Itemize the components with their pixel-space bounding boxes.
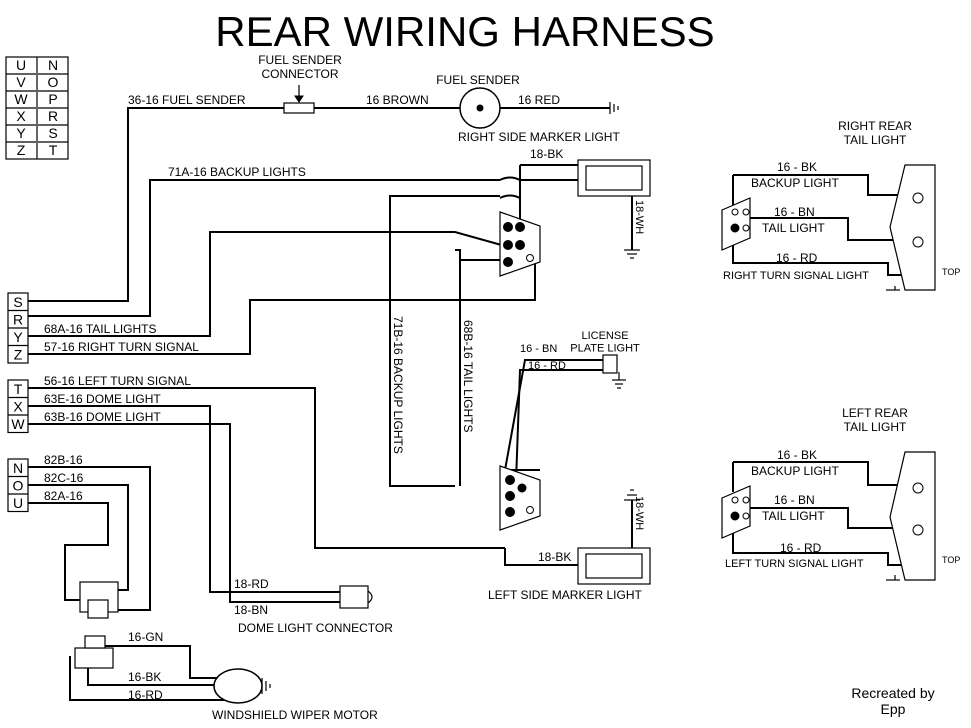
legend-cell: P — [48, 91, 57, 107]
connector-pin-label: Z — [14, 347, 23, 363]
label-82c: 82C-16 — [44, 471, 84, 485]
legend-cell: X — [16, 108, 26, 124]
label-rr-16-bk: 16 - BK — [777, 160, 817, 174]
plug-wiper — [74, 635, 114, 669]
label-lr-16-rd: 16 - RD — [780, 541, 822, 555]
connector-pin-label: X — [13, 399, 23, 415]
ground-icon — [261, 678, 271, 694]
label-rr-top: TOP — [942, 267, 960, 277]
left-rear-socket — [499, 465, 541, 531]
plug-82 — [79, 581, 119, 619]
label-rr-turn: RIGHT TURN SIGNAL LIGHT — [723, 270, 869, 282]
right-rear-tail-light — [721, 164, 936, 291]
legend-cell: S — [48, 125, 57, 141]
label-windshield-wiper-motor: WINDSHIELD WIPER MOTOR — [212, 708, 378, 722]
ground-icon — [624, 249, 640, 259]
label-63b: 63B-16 DOME LIGHT — [44, 410, 161, 424]
label-16-rd-lp: 16 - RD — [528, 360, 566, 372]
legend-cell: N — [48, 57, 58, 73]
label-82a: 82A-16 — [44, 489, 83, 503]
label-left-side-marker: LEFT SIDE MARKER LIGHT — [488, 588, 642, 602]
connector-pin-label: W — [11, 416, 25, 432]
label-82b: 82B-16 — [44, 453, 83, 467]
license-plate-light — [602, 354, 618, 374]
label-18-bk-bot: 18-BK — [538, 550, 571, 564]
legend-cell: W — [14, 91, 28, 107]
left-side-marker-light — [577, 547, 651, 585]
right-rear-socket — [499, 211, 541, 277]
label-lr-16-bk: 16 - BK — [777, 448, 817, 462]
windshield-wiper-motor — [213, 668, 263, 704]
label-18-wh-top: 18-WH — [633, 200, 645, 234]
connector-pin-label: N — [13, 460, 23, 476]
legend-cell: O — [48, 74, 59, 90]
label-rr-16-rd: 16 - RD — [776, 251, 818, 265]
label-56: 56-16 LEFT TURN SIGNAL — [44, 374, 191, 388]
wires — [28, 107, 905, 701]
connector-pin-label: U — [13, 495, 23, 511]
label-lr-backup: BACKUP LIGHT — [751, 464, 839, 478]
label-71a: 71A-16 BACKUP LIGHTS — [168, 165, 306, 179]
legend-cell: Z — [17, 142, 26, 158]
label-fuel-sender: FUEL SENDER — [436, 73, 520, 87]
left-rear-tail-light — [721, 451, 936, 581]
label-18-bk-top: 18-BK — [530, 147, 563, 161]
label-rr-backup: BACKUP LIGHT — [751, 176, 839, 190]
label-16-red: 16 RED — [518, 93, 560, 107]
connector-pin-label: Y — [13, 329, 23, 345]
legend-cell: R — [48, 108, 58, 124]
label-rr-tail: TAIL LIGHT — [762, 221, 825, 235]
label-57: 57-16 RIGHT TURN SIGNAL — [44, 340, 199, 354]
connector-pin-label: T — [14, 381, 23, 397]
label-dome-light-connector: DOME LIGHT CONNECTOR — [238, 621, 393, 635]
label-16-gn: 16-GN — [128, 630, 163, 644]
right-side-marker-light — [577, 159, 651, 197]
ground-icon — [624, 489, 640, 501]
fuel-sender-connector — [283, 85, 315, 114]
label-18-wh-bot: 18-WH — [633, 496, 645, 530]
connector-pin-label: O — [13, 478, 24, 494]
legend-cell: U — [16, 57, 26, 73]
label-68a: 68A-16 TAIL LIGHTS — [44, 322, 157, 336]
label-71b: 71B-16 BACKUP LIGHTS — [391, 316, 405, 454]
dome-light-connector — [339, 585, 373, 609]
legend-cell: T — [49, 142, 58, 158]
label-lr-top: TOP — [942, 555, 960, 565]
diagram-title: REAR WIRING HARNESS — [215, 8, 714, 55]
label-lr-tail: TAIL LIGHT — [762, 509, 825, 523]
label-18-rd-dome: 18-RD — [234, 577, 269, 591]
connector-nou: NOU — [7, 458, 29, 513]
fuel-sender — [459, 87, 501, 129]
connector-pin-label: R — [13, 312, 23, 328]
legend-cell: Y — [16, 125, 26, 141]
connector-txw: TXW — [7, 379, 29, 434]
label-68b: 68B-16 TAIL LIGHTS — [461, 320, 475, 433]
connector-pin-label: S — [13, 294, 22, 310]
label-18-bn-dome: 18-BN — [234, 603, 268, 617]
label-16-rd-wiper: 16-RD — [128, 688, 163, 702]
label-36-16: 36-16 FUEL SENDER — [128, 93, 246, 107]
ground-icon — [612, 372, 626, 389]
label-rr-16-bn: 16 - BN — [774, 205, 815, 219]
ground-icon — [609, 102, 619, 114]
label-16-brown: 16 BROWN — [366, 93, 429, 107]
label-16-bn-lp: 16 - BN — [520, 343, 557, 355]
label-63e: 63E-16 DOME LIGHT — [44, 392, 161, 406]
label-right-side-marker: RIGHT SIDE MARKER LIGHT — [458, 130, 620, 144]
label-16-bk-wiper: 16-BK — [128, 670, 161, 684]
label-lr-16-bn: 16 - BN — [774, 493, 815, 507]
legend-cell: V — [16, 74, 26, 90]
label-lr-turn: LEFT TURN SIGNAL LIGHT — [725, 558, 864, 570]
